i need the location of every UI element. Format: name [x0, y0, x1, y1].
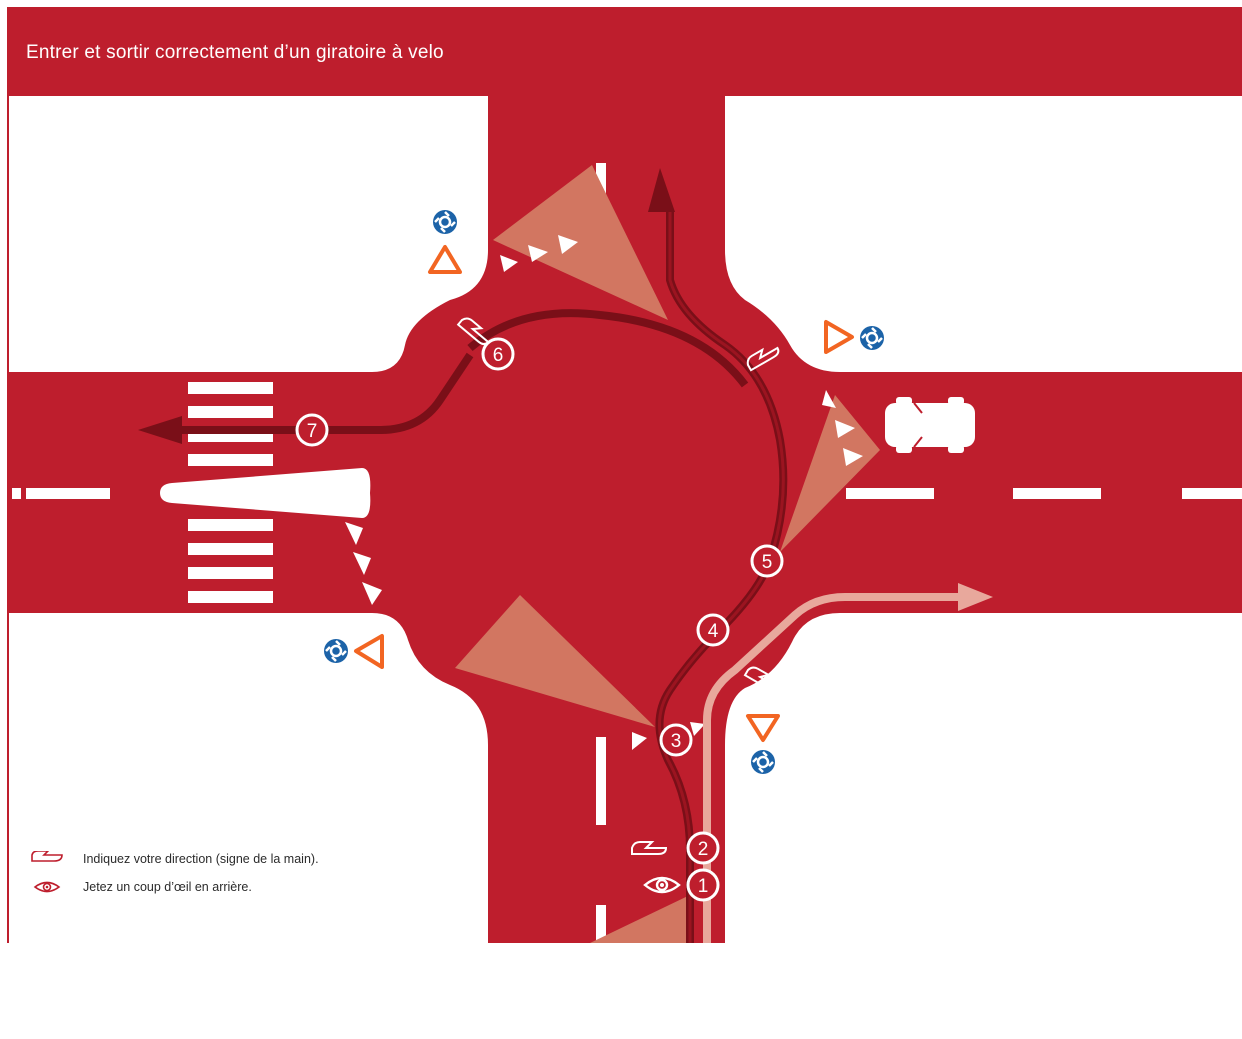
step-number: 7: [307, 421, 318, 442]
vision-cone-north: [493, 165, 668, 320]
yield-triangle-icon: [354, 634, 384, 669]
yield-markings: [345, 235, 863, 750]
step-marker: 3: [659, 723, 693, 757]
step-marker: 5: [750, 544, 784, 578]
lane-markings: [12, 163, 1242, 945]
vision-cone-east: [780, 395, 880, 552]
center-line-west-2: [26, 488, 110, 499]
legend-text: Jetez un coup d’œil en arrière.: [83, 880, 252, 894]
intersection-map: 1 2 3 4 5: [7, 96, 1242, 945]
roundabout-signs: [324, 210, 884, 774]
hand-signal-icon: [746, 346, 780, 372]
direction-arrow-icon: [648, 168, 675, 212]
corner-sw: [9, 613, 488, 943]
step-marker: 2: [686, 831, 720, 865]
corner-ne: [725, 96, 1242, 372]
corner-nw: [9, 96, 488, 372]
vision-cones: [455, 165, 880, 943]
page-title: Entrer et sortir correctement d’un girat…: [26, 42, 444, 63]
step-number: 3: [671, 731, 682, 752]
car-icon: [885, 397, 975, 453]
center-line-east-2: [1013, 488, 1101, 499]
title-bar: [7, 7, 1242, 96]
center-line-west-1: [12, 488, 21, 499]
legend-item-hand: Indiquez votre direction (signe de la ma…: [30, 851, 319, 867]
roundabout-diagram: Entrer et sortir correctement d’un girat…: [7, 7, 1242, 945]
route-right-turn: [703, 583, 993, 943]
direction-arrow-icon: [958, 583, 993, 611]
eye-icon: [643, 876, 681, 894]
yield-triangle-icon: [746, 714, 780, 742]
yield-signs: [354, 245, 854, 742]
left-edge: [7, 96, 9, 943]
hand-signals: [456, 317, 780, 855]
yield-triangle-icon: [428, 245, 462, 274]
step-marker: 6: [481, 337, 515, 371]
hand-signal-icon: [743, 666, 779, 691]
step-marker: 7: [295, 413, 329, 447]
yield-triangle-icon: [824, 320, 854, 354]
direction-arrow-icon: [138, 416, 182, 444]
legend-item-eye: Jetez un coup d’œil en arrière.: [30, 879, 252, 895]
step-marker: 4: [696, 613, 730, 647]
roundabout-sign-icon: [860, 326, 884, 350]
step-markers: 1 2 3 4 5: [295, 337, 784, 902]
roundabout-sign-icon: [324, 639, 348, 663]
center-line-south-2: [596, 905, 606, 945]
legend-text: Indiquez votre direction (signe de la ma…: [83, 852, 319, 866]
center-line-south-1: [596, 737, 606, 825]
vision-cone-bottom: [590, 895, 690, 943]
center-line-east-1: [846, 488, 934, 499]
corner-se: [725, 613, 1242, 943]
hand-signal-icon: [456, 317, 490, 346]
center-line-east-3: [1182, 488, 1242, 499]
step-number: 1: [698, 876, 709, 897]
step-number: 4: [708, 621, 719, 642]
step-marker: 1: [686, 868, 720, 902]
step-number: 5: [762, 552, 773, 573]
crosswalk-south: [188, 519, 273, 603]
vision-cone-south: [455, 595, 655, 727]
hand-signal-icon: [631, 841, 668, 855]
roundabout-sign-icon: [751, 750, 775, 774]
step-number: 2: [698, 839, 709, 860]
eye-icon: [33, 881, 61, 893]
hand-signal-icon: [31, 851, 63, 862]
step-number: 6: [493, 345, 504, 366]
roundabout-sign-icon: [433, 210, 457, 234]
splitter-island: [160, 468, 371, 518]
